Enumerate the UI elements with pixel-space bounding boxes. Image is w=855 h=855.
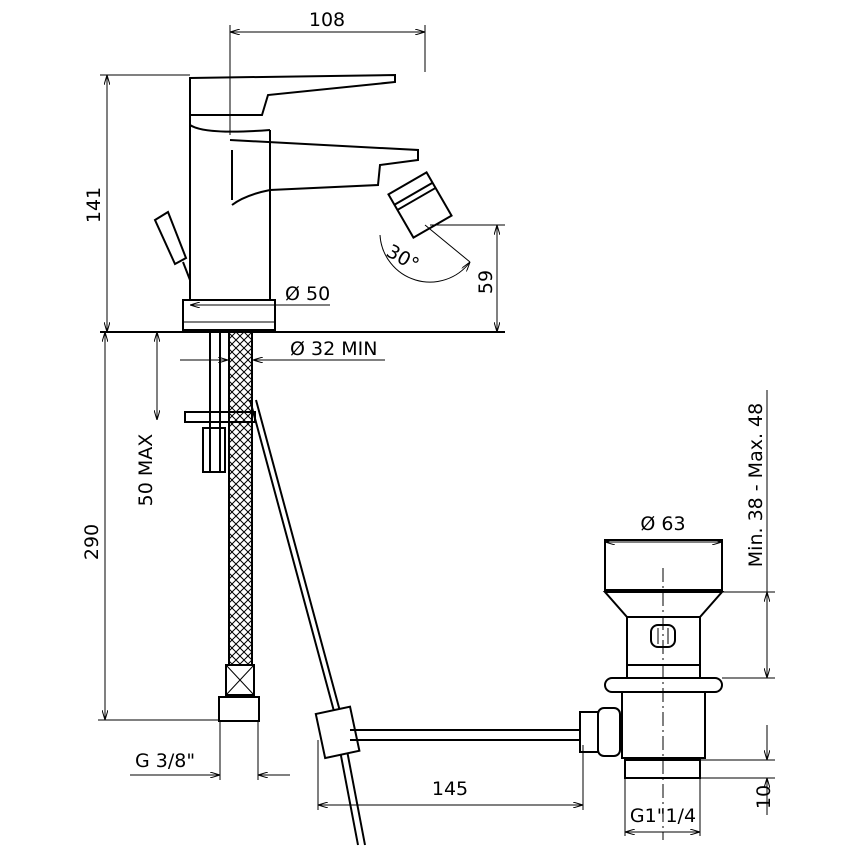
dim-waste-thread: G1"1/4 bbox=[630, 805, 696, 827]
pop-up-waste bbox=[602, 539, 725, 840]
dim-waste-range: Min. 38 - Max. 48 bbox=[745, 403, 767, 567]
dim-10: 10 bbox=[753, 785, 775, 809]
dim-waste-diameter: Ø 63 bbox=[640, 513, 685, 535]
dim-hose-thread: G 3/8" bbox=[135, 750, 195, 772]
dim-108: 108 bbox=[309, 9, 345, 31]
dim-50-max: 50 MAX bbox=[135, 434, 157, 507]
faucet-body bbox=[153, 73, 453, 331]
dim-angle: 30° bbox=[383, 240, 423, 276]
dim-290: 290 bbox=[81, 524, 103, 560]
dim-59: 59 bbox=[475, 270, 497, 294]
dim-141: 141 bbox=[83, 187, 105, 223]
supply-hose bbox=[184, 331, 260, 722]
popup-rod bbox=[249, 399, 621, 846]
dim-hole-diameter: Ø 32 MIN bbox=[290, 338, 377, 360]
dim-base-diameter: Ø 50 bbox=[285, 283, 330, 305]
dim-145: 145 bbox=[432, 778, 468, 800]
